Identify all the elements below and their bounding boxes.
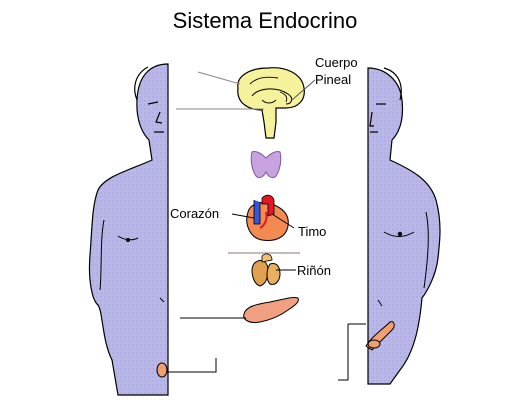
brain-illustration: [237, 67, 305, 139]
thymus-label: Timo: [298, 224, 327, 239]
kidney-left: [251, 259, 269, 287]
brain-folds: [249, 76, 288, 104]
left-nose: [155, 111, 163, 124]
brain-leader-line-1: [197, 71, 241, 85]
thymus-leader-line: [271, 213, 295, 229]
right-navel: [377, 299, 383, 307]
heart-blue-vessel: [253, 200, 261, 225]
pineal-label-line1: Cuerpo: [315, 55, 358, 70]
ovary-leader-line: [338, 324, 349, 381]
left-gonad: [156, 362, 168, 378]
pineal-label-line2: Pineal: [315, 72, 352, 87]
diagram-title: Sistema Endocrino: [172, 8, 358, 33]
left-navel: [159, 297, 165, 303]
heart-shape: [246, 201, 289, 241]
right-ovary: [367, 339, 381, 349]
kidney-right: [266, 263, 281, 285]
right-arm-line: [423, 211, 429, 289]
thyroid-gland: [250, 151, 282, 179]
brain-inner-curve: [251, 88, 293, 105]
kidney-label: Riñón: [297, 263, 331, 278]
left-hair-line: [134, 66, 149, 101]
gonad-leader-line: [166, 358, 217, 373]
leader-lines: [166, 71, 366, 381]
left-body-figure: [88, 63, 169, 396]
left-body-outline: [88, 63, 169, 396]
pancreas-illustration: [243, 297, 299, 323]
heart-red-vessel-2: [259, 211, 268, 229]
left-eye: [147, 101, 159, 105]
pineal-label: Cuerpo Pineal: [315, 54, 358, 88]
heart-red-vessel: [261, 194, 275, 217]
adrenal-gland: [261, 253, 273, 263]
left-arm-line: [99, 219, 105, 291]
right-hair-line: [383, 67, 402, 101]
pineal-leader-line: [291, 79, 316, 101]
right-nose: [369, 111, 374, 127]
right-body-outline: [367, 67, 441, 385]
heart-illustration: [246, 194, 289, 241]
heart-leader-line: [231, 213, 255, 219]
kidney-illustration: [251, 253, 281, 287]
right-body-figure: [367, 67, 441, 385]
left-nipple: [126, 238, 130, 242]
heart-label: Corazón: [170, 206, 220, 221]
right-ovary-illustration: [365, 321, 395, 351]
right-nipple: [397, 231, 403, 237]
right-breast-line: [383, 231, 415, 237]
